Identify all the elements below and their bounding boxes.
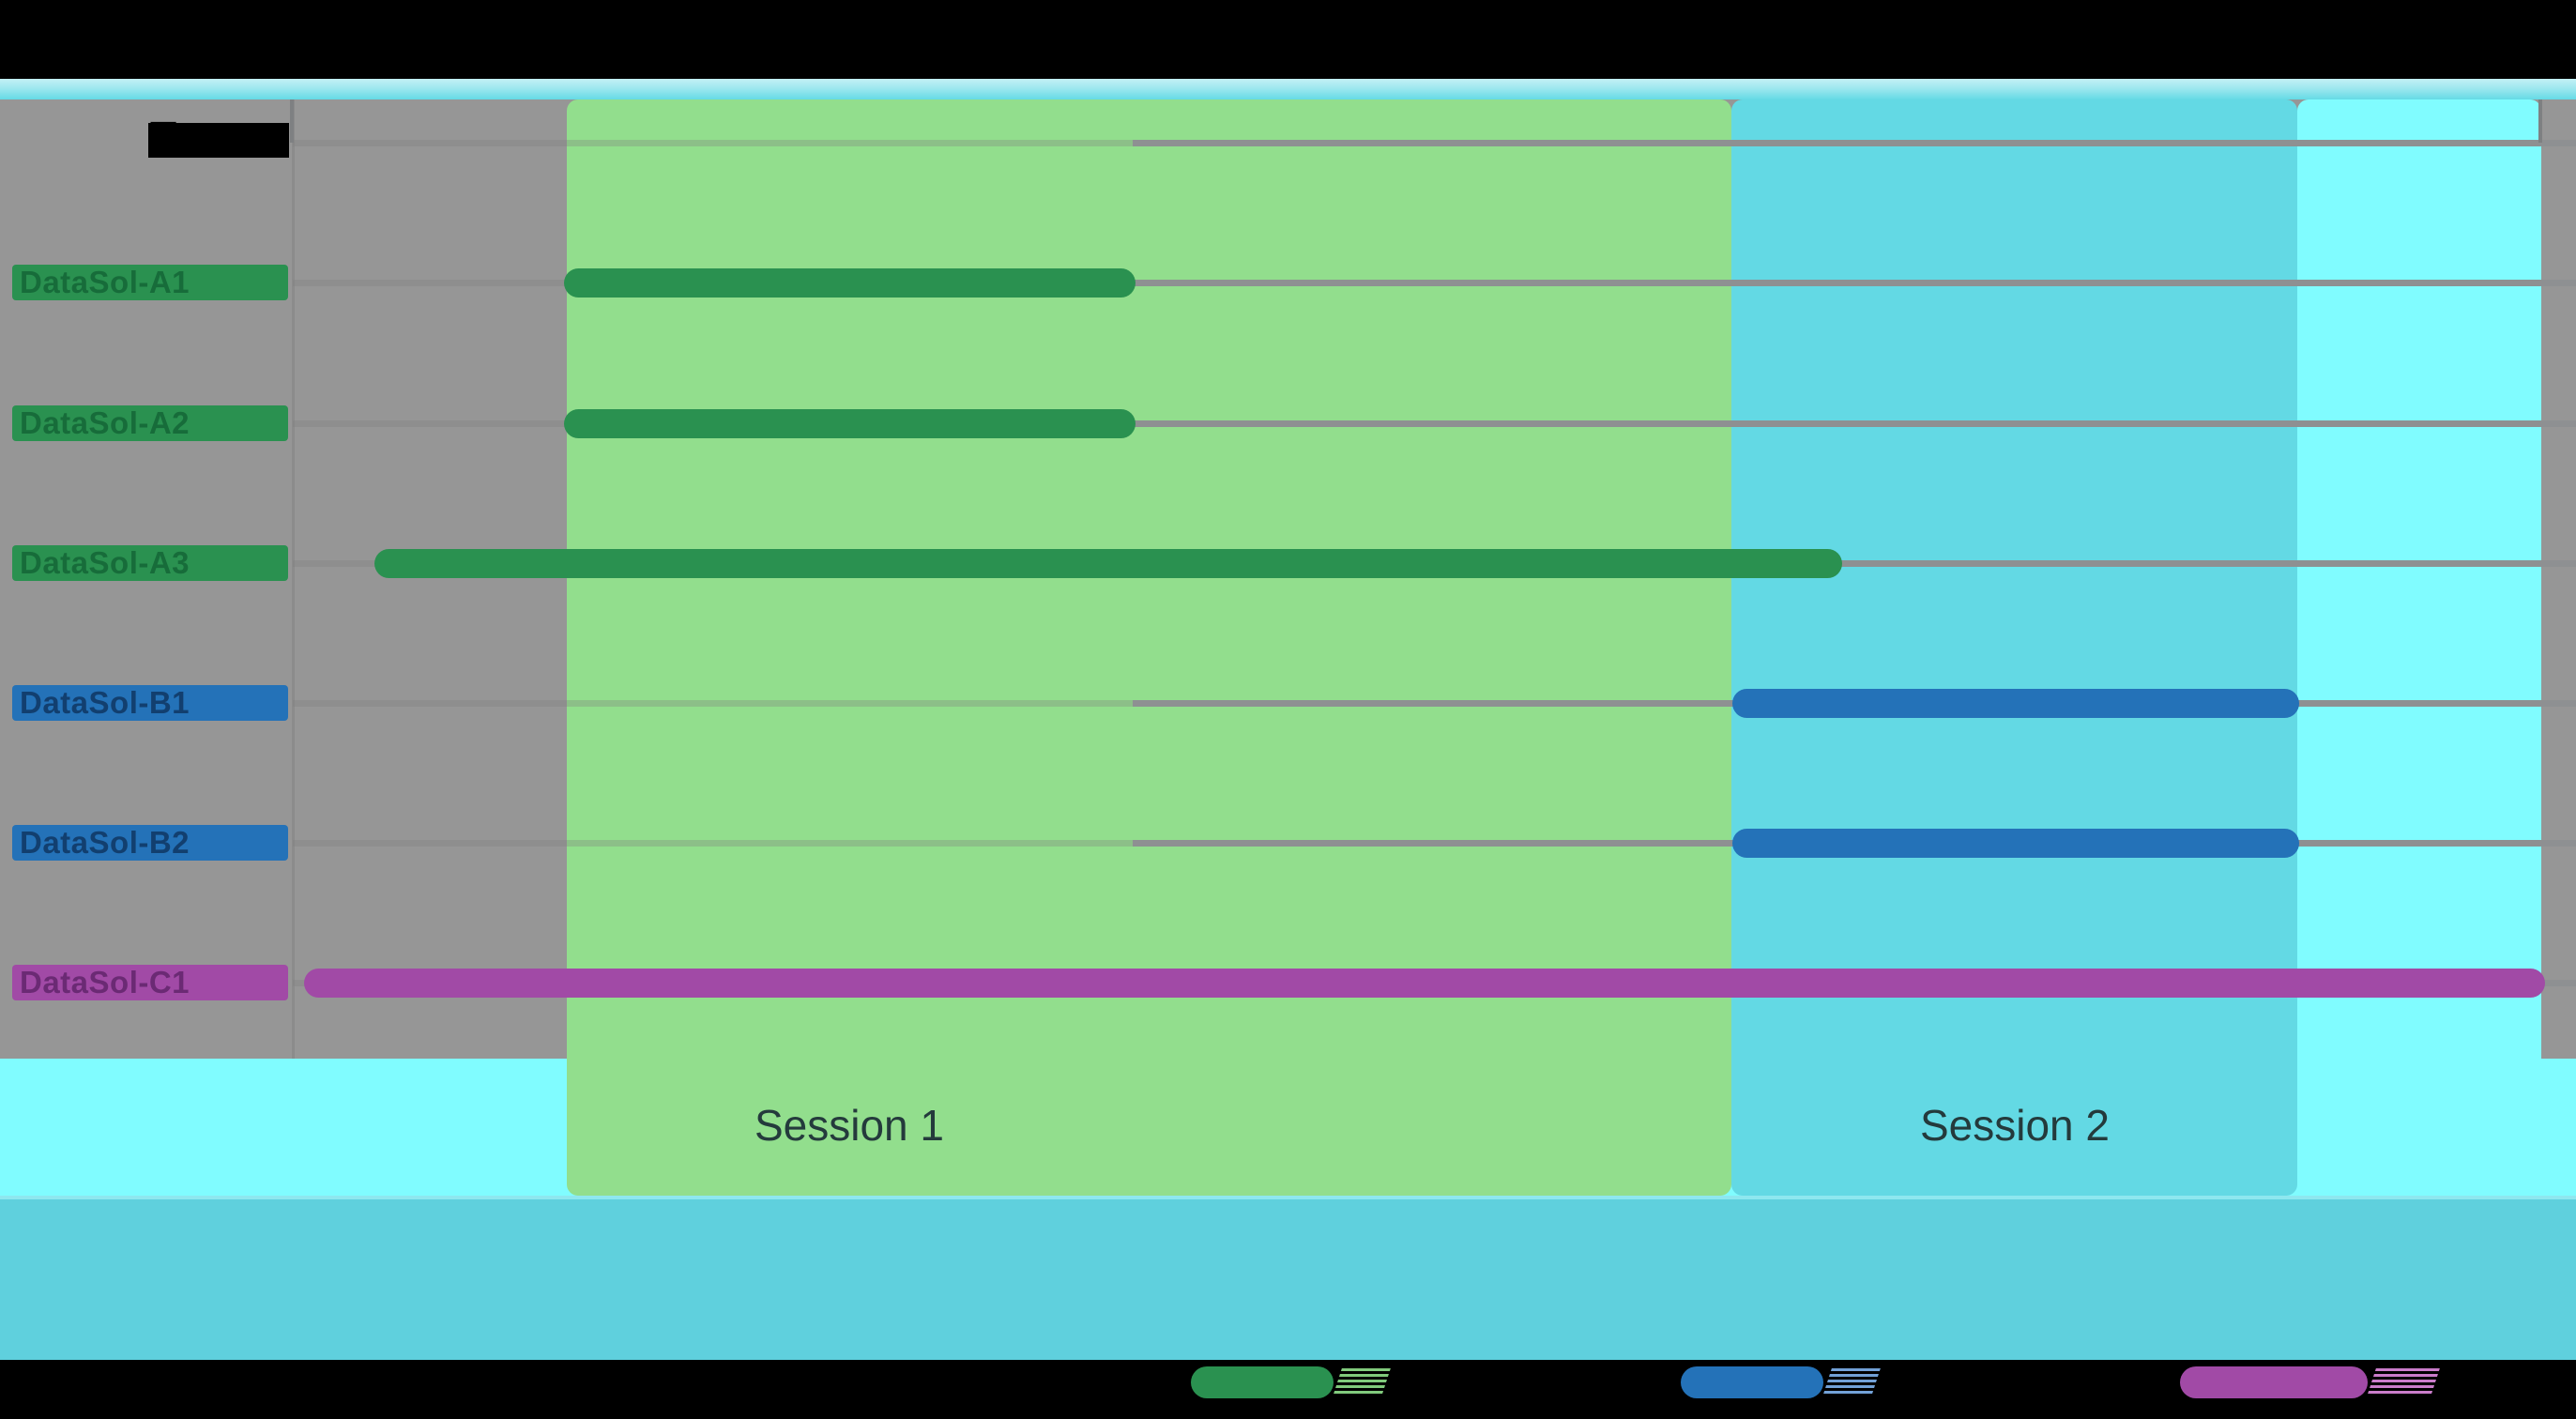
row-gridline-solid [1133,420,2576,427]
purple-series-swatch-stripes [2367,1368,2440,1396]
footer-cyan-band [0,1196,2576,1360]
task-label: DataSol-B1 [12,685,288,721]
task-bar [1732,829,2299,858]
blue-series-swatch [1681,1366,1823,1398]
row-gridline-solid [1133,280,2576,286]
chart-title-box: T [148,115,289,159]
after-session-band [2297,99,2541,1196]
task-label: DataSol-A1 [12,265,288,300]
row-gridline-muted [293,840,1133,847]
task-bar [1732,689,2299,718]
green-series-swatch-stripes [1333,1368,1391,1396]
session-label: Session 2 [1919,1101,2110,1150]
task-label: DataSol-A2 [12,405,288,441]
purple-series-swatch [2180,1366,2368,1398]
row-gridline-muted [293,140,1133,146]
row-gridline-solid [1133,560,2576,567]
chart-title-visible-letter: T [150,113,177,161]
task-label: DataSol-C1 [12,965,288,1000]
task-bar [304,969,2545,998]
green-series-swatch [1191,1366,1334,1398]
task-label: DataSol-A3 [12,545,288,581]
row-gridline-solid [1133,140,2576,146]
label-column-divider [292,99,295,1059]
axis-tick [290,99,294,143]
task-bar [374,549,1842,578]
session-1-band [567,99,1731,1196]
header-gradient-strip [0,79,2576,99]
task-bar [564,268,1136,298]
task-bar [564,409,1136,438]
session-2-band [1731,99,2297,1196]
axis-tick [2538,99,2542,143]
row-gridline-muted [293,700,1133,707]
blue-series-swatch-stripes [1822,1368,1881,1396]
session-label: Session 1 [754,1101,944,1150]
task-label: DataSol-B2 [12,825,288,861]
top-black-bar [0,0,2576,79]
